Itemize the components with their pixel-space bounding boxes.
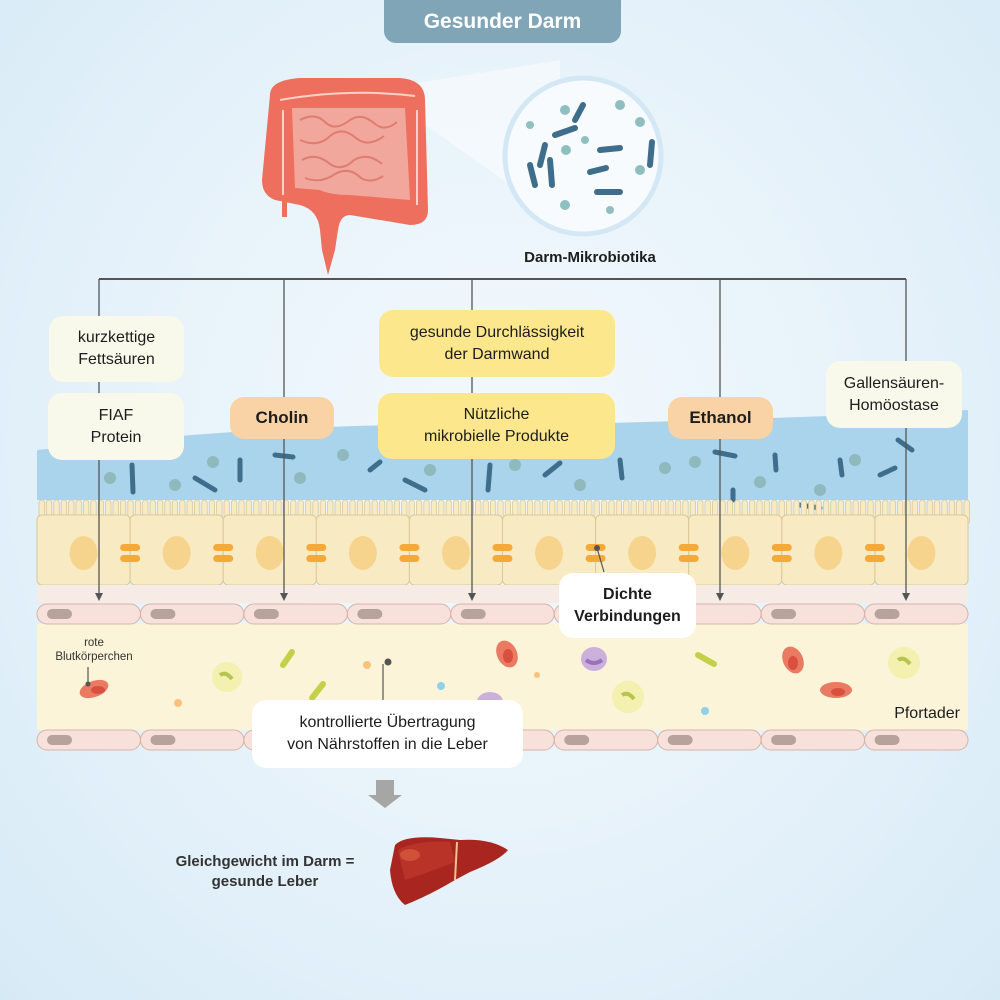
box-line: Ethanol <box>689 407 752 427</box>
label-line: kontrollierte Übertragung <box>299 714 476 732</box>
tight-junction <box>399 555 420 562</box>
lumen-bacteria <box>104 437 915 511</box>
cell-nucleus <box>69 536 98 570</box>
box-line: der Darmwand <box>444 345 550 363</box>
endothelial-nucleus <box>460 609 486 619</box>
cell-nucleus <box>348 536 377 570</box>
endothelial-nucleus <box>357 609 383 619</box>
endothelial-nucleus <box>771 609 797 619</box>
box-line: Fettsäuren <box>78 351 155 368</box>
box-line: gesunde Durchlässigkeit <box>409 323 585 341</box>
label-line: von Nährstoffen in die Leber <box>287 736 488 753</box>
tight-junction <box>585 555 606 562</box>
nutrient-transfer-label: kontrollierte Übertragung von Nährstoffe… <box>252 700 523 768</box>
tight-junction <box>492 544 513 551</box>
tight-junction <box>306 555 327 562</box>
conclusion-line: Gleichgewicht im Darm = <box>175 853 355 870</box>
beneficial-products-box: Nützliche mikrobielle Produkte <box>378 393 615 459</box>
tight-junction <box>213 544 234 551</box>
endothelial-nucleus <box>874 735 900 745</box>
box-line: Protein <box>90 428 142 446</box>
page-title: Gesunder Darm <box>384 0 621 43</box>
tight-junction <box>678 544 699 551</box>
tight-junction <box>771 555 792 562</box>
endothelial-nucleus <box>564 735 590 745</box>
microbiota-circle <box>502 75 664 237</box>
cell-nucleus <box>814 536 843 570</box>
conclusion-text: Gleichgewicht im Darm = gesunde Leber <box>150 852 380 891</box>
cell-nucleus <box>162 536 191 570</box>
permeability-box: gesunde Durchlässigkeit der Darmwand <box>379 310 615 377</box>
endothelial-nucleus <box>150 735 176 745</box>
cell-nucleus <box>255 536 284 570</box>
tight-junction <box>120 555 141 562</box>
tight-junction <box>399 544 420 551</box>
box-line: Homöostase <box>849 396 939 414</box>
bile-acid-box: Gallensäuren- Homöostase <box>826 361 962 428</box>
tight-junction <box>120 544 141 551</box>
endothelial-nucleus <box>150 609 176 619</box>
cell-nucleus <box>721 536 750 570</box>
label-line: rote <box>84 637 104 649</box>
conclusion-line: gesunde Leber <box>211 872 319 890</box>
tight-junction <box>864 544 885 551</box>
short-chain-fatty-acids-box: kurzkettige Fettsäuren <box>49 316 184 382</box>
box-line: kurzkettige <box>77 329 156 347</box>
cell-nucleus <box>907 536 936 570</box>
endothelial-nucleus <box>253 609 279 619</box>
portal-vein-label: Pfortader <box>894 705 960 722</box>
microbiota-label: Darm-Mikrobiotika <box>524 249 656 266</box>
tight-junction <box>864 555 885 562</box>
tight-junction <box>678 555 699 562</box>
endothelial-nucleus <box>667 735 693 745</box>
intestine-icon <box>262 78 428 275</box>
box-line: FIAF <box>98 406 134 424</box>
endothelial-nucleus <box>874 609 900 619</box>
endothelial-nucleus <box>771 735 797 745</box>
fiaf-protein-box: FIAF Protein <box>48 393 184 460</box>
lamina-propria <box>37 585 968 603</box>
box-line: mikrobielle Produkte <box>424 428 569 445</box>
box-line: Nützliche <box>463 406 530 424</box>
label-line: Verbindungen <box>574 607 681 625</box>
box-line: Cholin <box>255 407 309 427</box>
tight-junction <box>306 544 327 551</box>
tight-junctions-label: Dichte Verbindungen <box>559 573 696 638</box>
vessel-wall-top <box>36 603 969 625</box>
ethanol-box: Ethanol <box>668 397 773 439</box>
tight-junction <box>213 555 234 562</box>
liver-icon <box>390 837 508 905</box>
epithelial-layer <box>36 514 969 586</box>
cell-nucleus <box>441 536 470 570</box>
tight-junction <box>492 555 513 562</box>
down-arrow-icon <box>368 780 402 808</box>
tight-junction <box>771 544 792 551</box>
endothelial-nucleus <box>47 609 72 619</box>
choline-box: Cholin <box>230 397 334 439</box>
label-line: Blutkörperchen <box>55 651 133 664</box>
endothelial-nucleus <box>47 735 72 745</box>
box-line: Gallensäuren- <box>843 374 945 392</box>
red-blood-cells-label: rote Blutkörperchen <box>44 636 144 665</box>
cell-nucleus <box>628 536 657 570</box>
label-line: Dichte <box>603 585 652 603</box>
cell-nucleus <box>535 536 564 570</box>
blood-cells <box>79 640 920 715</box>
